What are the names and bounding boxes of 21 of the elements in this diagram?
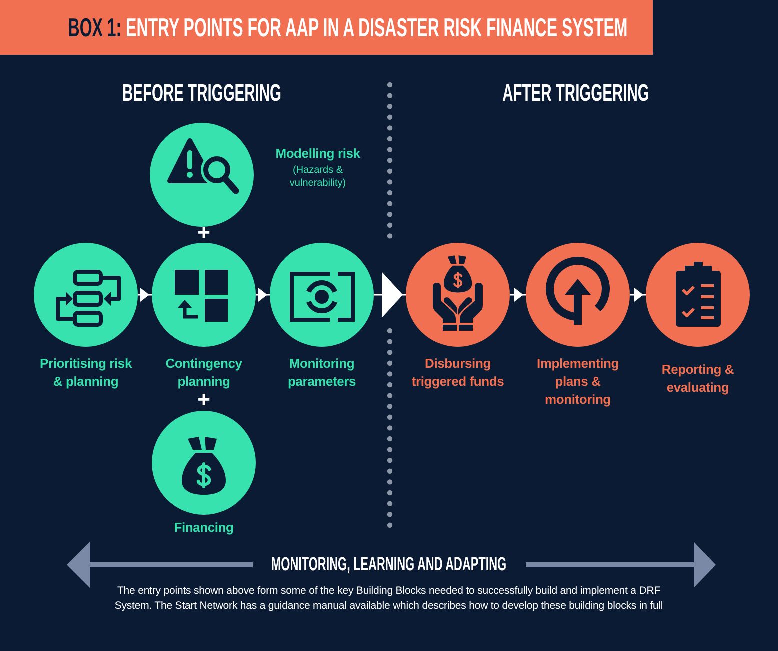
section-heading: BEFORE TRIGGERING bbox=[122, 80, 282, 108]
step-label: Implementing plans & monitoring bbox=[536, 355, 620, 409]
step-label: Modelling risk bbox=[274, 145, 362, 163]
title: BOX 1: ENTRY POINTS FOR AAP IN A DISASTER RISK FINANCE SYSTEM bbox=[68, 14, 628, 42]
arrow bbox=[256, 288, 270, 302]
step-label: Monitoring parameters bbox=[286, 355, 358, 391]
plus-sign: + bbox=[198, 389, 210, 411]
arrow bbox=[138, 288, 152, 302]
arrow bbox=[510, 288, 526, 302]
step-label: Contingency planning bbox=[164, 355, 244, 391]
step-label: Disbursing triggered funds bbox=[410, 355, 506, 391]
arrow bbox=[630, 288, 646, 302]
plus-sign: + bbox=[198, 222, 210, 244]
step-label: Financing bbox=[173, 519, 235, 537]
arrow-label: MONITORING, LEARNING AND ADAPTING bbox=[271, 556, 507, 576]
step-label: Prioritising risk & planning bbox=[39, 355, 134, 391]
section-heading: AFTER TRIGGERING bbox=[502, 80, 650, 108]
step-note: (Hazards & vulnerability) bbox=[288, 164, 348, 190]
caption: The entry points shown above form some of the key Building Blocks needed to successfully build and implement a DRF System. The Start Network has a guidance manual available which describes how to develop these building blocks in full bbox=[114, 584, 664, 614]
step-label: Reporting & evaluating bbox=[660, 361, 736, 397]
arrow bbox=[374, 272, 406, 318]
